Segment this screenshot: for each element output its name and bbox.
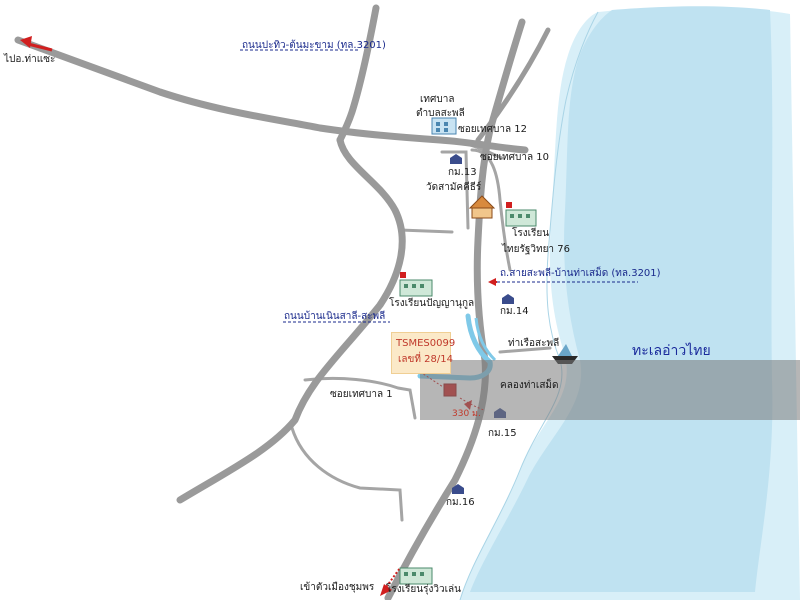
property-number: เลขที่ 28/14 bbox=[398, 354, 453, 365]
label-school-thai-1: โรงเรียน bbox=[512, 228, 550, 239]
road-indicator-lines bbox=[240, 49, 638, 323]
school-thai-icon bbox=[505, 202, 537, 227]
temple-icon bbox=[468, 195, 496, 219]
label-distance: 330 ม. bbox=[452, 409, 481, 419]
label-wat: วัดสามัคคีธีร์ bbox=[426, 182, 482, 193]
label-km14: กม.14 bbox=[500, 306, 529, 317]
canal-2 bbox=[474, 317, 497, 362]
label-road-saphli: ถ.สายสะพลี-บ้านท่าเสม็ด (ทล.3201) bbox=[500, 268, 661, 279]
school-rungwiwat-icon bbox=[399, 567, 433, 585]
label-municipality-2: ตำบลสะพลี bbox=[416, 108, 465, 119]
label-canal: คลองท่าเสม็ด bbox=[500, 380, 559, 391]
label-km16: กม.16 bbox=[446, 497, 475, 508]
label-to-tha-chae: ไปอ.ท่าแซะ bbox=[4, 54, 56, 65]
municipality-building-icon bbox=[431, 117, 457, 135]
label-km15: กม.15 bbox=[488, 428, 517, 439]
label-school-rungwiwat: โรงเรียนรุ่งวิวเล่น bbox=[386, 584, 461, 595]
north-road-2 bbox=[475, 27, 551, 143]
label-to-chumphon: เข้าตัวเมืองชุมพร bbox=[300, 582, 375, 593]
coastline bbox=[459, 11, 599, 600]
sea-deep bbox=[470, 6, 773, 593]
label-road-pathio: ถนนปะทิว-ต้นมะขาม (ทล.3201) bbox=[242, 40, 386, 51]
label-sea: ทะเลอ่าวไทย bbox=[632, 343, 711, 359]
label-soi-10: ซอยเทศบาล 10 bbox=[480, 152, 550, 163]
minor-roads bbox=[290, 140, 552, 522]
label-school-thai-2: ไทยรัฐวิทยา 76 bbox=[502, 244, 570, 255]
property-code: TSMES0099 bbox=[396, 338, 456, 349]
label-municipality-1: เทศบาล bbox=[420, 94, 455, 105]
label-pier: ท่าเรือสะพลี bbox=[508, 338, 560, 349]
school-panyanukul-icon bbox=[399, 272, 433, 297]
gray-overlay-band bbox=[420, 360, 800, 420]
label-school-panyanukul: โรงเรียนปัญญานุกูล bbox=[389, 298, 475, 309]
label-road-nernsala: ถนนบ้านเนินสาลี-สะพลี bbox=[284, 311, 386, 322]
label-soi-12: ซอยเทศบาล 12 bbox=[458, 124, 528, 135]
label-soi-1: ซอยเทศบาล 1 bbox=[330, 389, 393, 400]
label-km13: กม.13 bbox=[448, 167, 477, 178]
property-label-box[interactable]: TSMES0099 เลขที่ 28/14 bbox=[391, 332, 455, 374]
